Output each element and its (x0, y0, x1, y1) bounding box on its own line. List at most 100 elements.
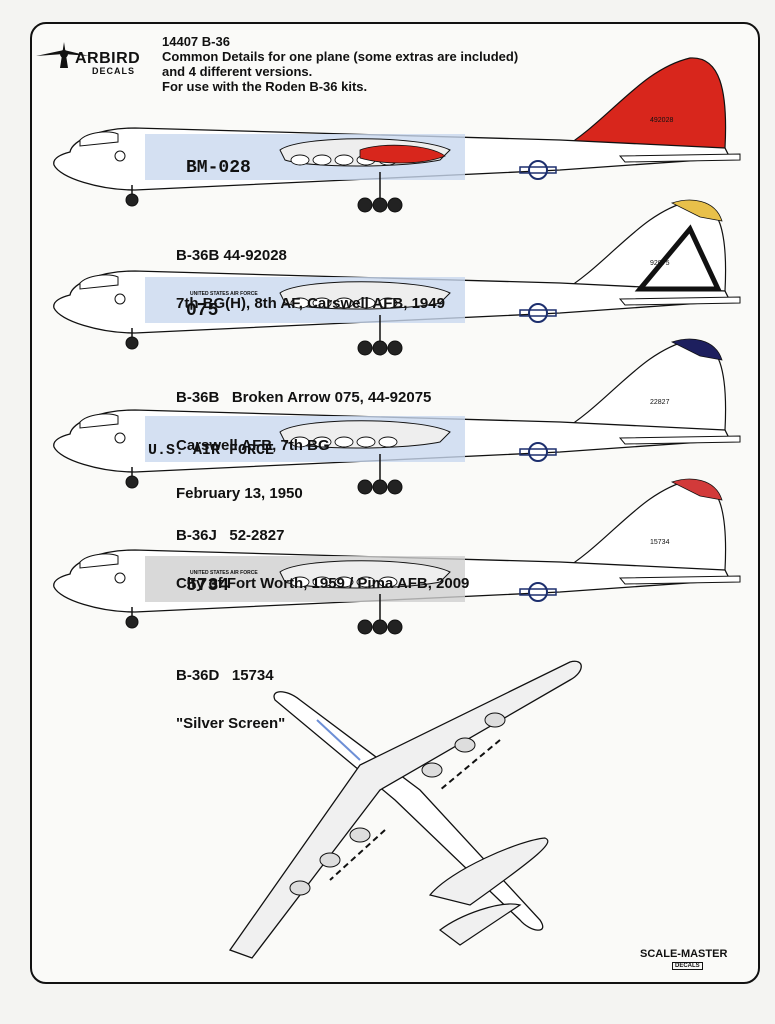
caption-plane-2: B-36B Broken Arrow 075, 44-92075 Carswel… (176, 358, 431, 518)
fuselage-marking: BM-028 (186, 158, 251, 178)
sighting-blister (114, 293, 126, 305)
fuselage-marking: 075 (186, 301, 218, 321)
tail-serial: 492028 (650, 117, 673, 124)
top-stabilizer-left (438, 903, 522, 946)
header-line-4: For use with the Roden B-36 kits. (162, 79, 368, 94)
top-engine (289, 880, 311, 896)
caption-2-line-1: B-36B Broken Arrow 075, 44-92075 (176, 389, 432, 406)
engine-nacelle (290, 576, 310, 588)
brand-word: ARBIRD (75, 50, 141, 67)
top-flap-line (439, 739, 501, 791)
sighting-blister (114, 150, 126, 162)
scale-master-sub: DECALS (672, 962, 703, 970)
nose-gear-wheel (125, 193, 139, 207)
engine-nacelle (378, 576, 398, 588)
fuselage-small-marking: UNITED STATES AIR FORCE (190, 291, 258, 297)
tail-tip (670, 338, 723, 361)
tail-tip (670, 199, 723, 222)
top-blue-stripe (316, 719, 361, 761)
engine-nacelle (378, 297, 398, 309)
main-gear-wheel (372, 619, 388, 635)
cockpit-canopy (79, 131, 119, 147)
engine-nacelle (334, 436, 354, 448)
top-engine (454, 737, 476, 753)
header-line-2: Common Details for one plane (some extra… (162, 49, 519, 64)
engine-nacelle (312, 576, 332, 588)
warbird-logo-icon (36, 42, 89, 68)
sighting-blister (114, 572, 126, 584)
engine-nacelle (290, 154, 310, 166)
main-gear-wheel (372, 340, 388, 356)
engine-nacelle (290, 436, 310, 448)
horizontal-stabilizer (618, 296, 741, 306)
main-gear-wheel (357, 197, 373, 213)
tail-fin (557, 57, 727, 151)
caption-3-line-1: B-36J 52-2827 (176, 527, 285, 544)
horizontal-stabilizer (618, 153, 741, 163)
main-gear-wheel (357, 340, 373, 356)
red-nacelle-band (359, 144, 446, 164)
engine-nacelle (312, 436, 332, 448)
main-gear-wheel (372, 197, 388, 213)
caption-plane-3: B-36J 52-2827 City of Fort Worth, 1959 /… (176, 496, 469, 608)
engine-nacelle (312, 154, 332, 166)
sighting-blister (114, 432, 126, 444)
fuselage-marking: 5734 (186, 576, 229, 596)
sheet-header: 14407 B-36 Common Details for one plane … (162, 34, 518, 94)
star-insignia (528, 442, 548, 462)
caption-1-line-2: 7th BG(H), 8th AF, Carswell AFB, 1949 (176, 295, 445, 312)
header-line-1: 14407 B-36 (162, 34, 230, 49)
horizontal-stabilizer (618, 575, 741, 585)
tail-serial: 22827 (650, 399, 670, 406)
caption-2-line-3: February 13, 1950 (176, 485, 303, 502)
star-insignia (528, 303, 548, 323)
insignia-bar (519, 588, 557, 596)
cockpit-canopy (79, 413, 119, 429)
aircraft-profile-3: U.S. AIR FORCE 22827 (53, 338, 741, 495)
cockpit-canopy (79, 553, 119, 569)
aircraft-profile-1: BM-028 492028 (53, 57, 741, 213)
header-line-3: and 4 different versions. (162, 64, 313, 79)
engine-nacelle (312, 297, 332, 309)
top-engine (484, 712, 506, 728)
engine-nacelle (334, 576, 354, 588)
caption-1-line-1: B-36B 44-92028 (176, 247, 287, 264)
star-insignia (528, 160, 548, 180)
main-gear-wheel (387, 619, 403, 635)
cockpit-canopy (79, 274, 119, 290)
engine-nacelle (334, 154, 354, 166)
main-gear-wheel (357, 619, 373, 635)
caption-3-line-2: City of Fort Worth, 1959 / Pima AFB, 200… (176, 575, 470, 592)
main-gear-wheel (387, 340, 403, 356)
top-wing (228, 660, 582, 959)
fuselage-small-marking: UNITED STATES AIR FORCE (190, 570, 258, 576)
caption-plane-1: B-36B 44-92028 7th BG(H), 8th AF, Carswe… (176, 216, 445, 328)
nose-gear-wheel (125, 475, 139, 489)
nose-gear-wheel (125, 615, 139, 629)
caption-4-line-1: B-36D 15734 (176, 667, 274, 684)
insignia-bar (519, 448, 557, 456)
top-engine (319, 852, 341, 868)
caption-4-line-2: "Silver Screen" (176, 715, 286, 732)
fuselage-marking: U.S. AIR FORCE (148, 442, 274, 459)
main-gear-wheel (387, 197, 403, 213)
engine-nacelle (356, 576, 376, 588)
insignia-bar (519, 309, 557, 317)
caption-plane-4: B-36D 15734 "Silver Screen" (176, 636, 285, 748)
top-stabilizer-right (428, 837, 549, 906)
main-gear-wheel (357, 479, 373, 495)
top-engine (421, 762, 443, 778)
top-fuselage (273, 691, 544, 931)
engine-nacelle (356, 436, 376, 448)
star-insignia (528, 582, 548, 602)
insignia-bar (519, 166, 557, 174)
scale-master-logo: SCALE-MASTER (640, 948, 728, 960)
tail-tip (670, 478, 723, 501)
top-flap-line (329, 829, 386, 881)
top-engine (349, 827, 371, 843)
engine-nacelle (378, 436, 398, 448)
brand-sub: DECALS (92, 66, 136, 76)
